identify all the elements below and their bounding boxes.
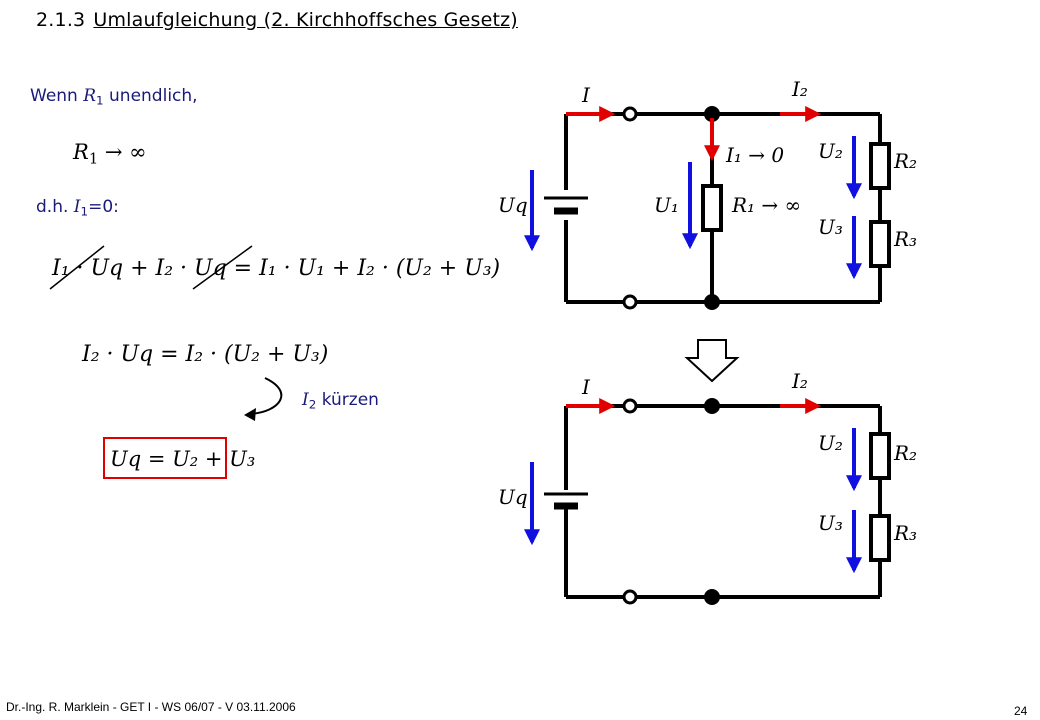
label-i2: I₂	[791, 369, 808, 393]
strikethrough-line	[49, 245, 105, 290]
result-box	[103, 437, 227, 479]
label-r3: R₃	[893, 227, 917, 251]
kuerzen-text: kürzen	[316, 390, 379, 410]
battery-icon	[544, 492, 588, 510]
resistor-r3	[869, 514, 891, 562]
wenn-prefix: Wenn	[30, 86, 84, 106]
down-arrow-icon	[684, 339, 740, 383]
slide-heading: 2.1.3 Umlaufgleichung (2. Kirchhoffsches …	[36, 9, 518, 31]
strikethrough-line	[192, 245, 253, 290]
junction-node	[704, 106, 720, 122]
label-uq: Uq	[498, 193, 528, 217]
section-number: 2.1.3	[36, 9, 86, 31]
dh-sub: 1	[80, 204, 89, 219]
label-r2: R₂	[893, 441, 917, 465]
label-i2: I₂	[791, 77, 808, 101]
equation-result: Uq = U₂ + U₃	[110, 447, 256, 471]
terminal-node	[622, 589, 638, 605]
resistor-r3	[869, 220, 891, 268]
junction-node	[704, 398, 720, 414]
label-u2: U₂	[818, 431, 843, 455]
label-r1: R₁ → ∞	[731, 193, 801, 217]
dh-var: I	[73, 197, 81, 217]
limit-sub: 1	[88, 150, 99, 168]
curved-arrow-icon	[244, 377, 283, 421]
junction-node	[704, 294, 720, 310]
label-i1: I₁ → 0	[725, 143, 784, 167]
circuit-bottom: I I₂ Uq U₂ U₃ R₂ R₃	[498, 369, 917, 605]
label-uq: Uq	[498, 485, 528, 509]
wenn-suffix: unendlich,	[103, 86, 198, 106]
kuerzen-sub: 2	[308, 397, 317, 412]
limit-var: R	[73, 140, 89, 164]
battery-icon	[544, 196, 588, 215]
terminal-node	[622, 294, 638, 310]
kuerzen-note: I2 kürzen	[302, 390, 379, 412]
limit-rest: → ∞	[98, 140, 147, 164]
condition-text: Wenn R1 unendlich,	[30, 86, 198, 108]
circuit-top: I I₂ I₁ → 0 Uq U₁ R₁ → ∞ U₂ U₃ R₂ R₃	[498, 77, 917, 310]
resistor-r2	[869, 142, 891, 190]
page-number: 24	[1014, 704, 1028, 718]
cancel-strokes	[49, 245, 253, 290]
dh-suffix: =0:	[88, 197, 119, 217]
terminal-node	[622, 398, 638, 414]
label-r3: R₃	[893, 521, 917, 545]
resistor-r2	[869, 432, 891, 480]
limit-formula: R1 → ∞	[73, 140, 147, 167]
wenn-sub: 1	[96, 93, 104, 108]
label-i: I	[581, 375, 591, 399]
label-r2: R₂	[893, 149, 917, 173]
dh-prefix: d.h.	[36, 197, 74, 217]
label-u1: U₁	[654, 193, 679, 217]
label-u3: U₃	[818, 215, 843, 239]
terminal-node	[622, 106, 638, 122]
resistor-r1	[701, 184, 723, 232]
footer-credit: Dr.-Ing. R. Marklein - GET I - WS 06/07 …	[6, 700, 296, 714]
label-u3: U₃	[818, 511, 843, 535]
kuerzen-var: I	[302, 390, 309, 410]
dh-text: d.h. I1=0:	[36, 197, 119, 219]
label-u2: U₂	[818, 139, 843, 163]
label-i: I	[581, 83, 591, 107]
junction-node	[704, 589, 720, 605]
equation-full: I₁ · Uq + I₂ · Uq = I₁ · U₁ + I₂ · (U₂ +…	[52, 256, 501, 281]
section-title: Umlaufgleichung (2. Kirchhoffsches Geset…	[93, 9, 518, 31]
wenn-var: R	[83, 86, 97, 106]
equation-reduced: I₂ · Uq = I₂ · (U₂ + U₃)	[82, 342, 329, 367]
